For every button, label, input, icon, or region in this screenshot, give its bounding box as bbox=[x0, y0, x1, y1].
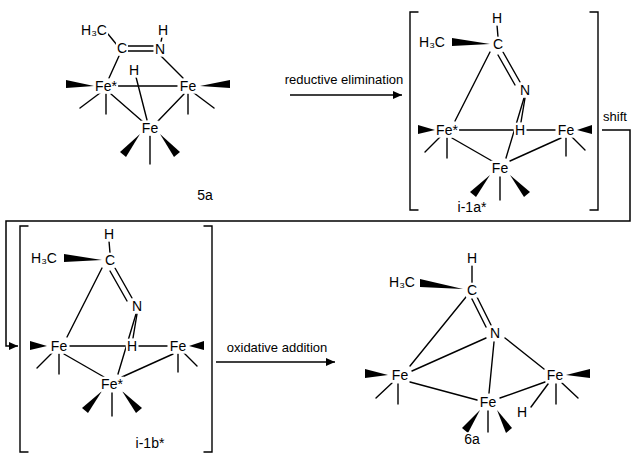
arrow-label: shift bbox=[601, 110, 629, 124]
atom-label: Fe bbox=[491, 161, 509, 176]
atom-label: C bbox=[116, 41, 128, 56]
atom-label: Fe bbox=[546, 368, 564, 383]
atom-label: H₃C bbox=[30, 251, 58, 266]
atom-label: Fe bbox=[50, 339, 68, 354]
atom-label: H bbox=[516, 405, 528, 420]
reaction-arrow bbox=[6, 130, 630, 346]
atom-label: Fe* bbox=[94, 79, 118, 94]
atom-label: N bbox=[489, 326, 501, 341]
atom-label: C bbox=[466, 283, 478, 298]
atom-label: Fe bbox=[557, 123, 575, 138]
atom-label: H bbox=[157, 23, 169, 38]
bracket bbox=[20, 226, 28, 452]
atom-label: N bbox=[131, 299, 143, 314]
arrow-label: reductive elimination bbox=[283, 73, 406, 87]
atom-label: H bbox=[491, 11, 503, 26]
atom-label: C bbox=[104, 253, 116, 268]
reaction-arrow bbox=[216, 361, 335, 363]
intermediate-bonds bbox=[30, 241, 204, 416]
atom-label: Fe* bbox=[100, 377, 124, 392]
atom-label: H bbox=[103, 227, 115, 242]
reaction-arrow bbox=[290, 94, 402, 96]
atom-label: Fe* bbox=[435, 123, 459, 138]
atom-label: H bbox=[466, 251, 478, 266]
atom-label: H bbox=[128, 63, 140, 78]
atom-label: Fe bbox=[141, 121, 159, 136]
cluster-6a-bonds bbox=[365, 265, 590, 433]
atom-label: C bbox=[492, 37, 504, 52]
atom-label: H₃C bbox=[418, 35, 446, 50]
arrow-label: oxidative addition bbox=[225, 341, 329, 355]
atom-label: Fe bbox=[179, 79, 197, 94]
atom-label: Fe bbox=[479, 395, 497, 410]
compound-number: 6a bbox=[463, 432, 481, 447]
compound-node: 6a bbox=[335, 245, 610, 450]
atom-label: N bbox=[519, 83, 531, 98]
atom-label: H bbox=[514, 123, 526, 138]
atom-label: N bbox=[154, 42, 166, 57]
bracket bbox=[590, 12, 598, 210]
atom-label: Fe bbox=[169, 339, 187, 354]
cluster-5a-bonds bbox=[66, 34, 230, 164]
bracket bbox=[204, 226, 212, 452]
atom-label: Fe bbox=[391, 368, 409, 383]
intermediate-bonds bbox=[418, 25, 592, 200]
atom-label: H₃C bbox=[388, 275, 416, 290]
compound-number: 5a bbox=[196, 188, 214, 203]
compound-number: i-1a* bbox=[457, 200, 488, 215]
atom-label: H₃C bbox=[80, 23, 108, 38]
atom-label: H bbox=[126, 339, 138, 354]
bracket bbox=[410, 12, 418, 210]
compound-number: i-1b* bbox=[135, 436, 166, 451]
